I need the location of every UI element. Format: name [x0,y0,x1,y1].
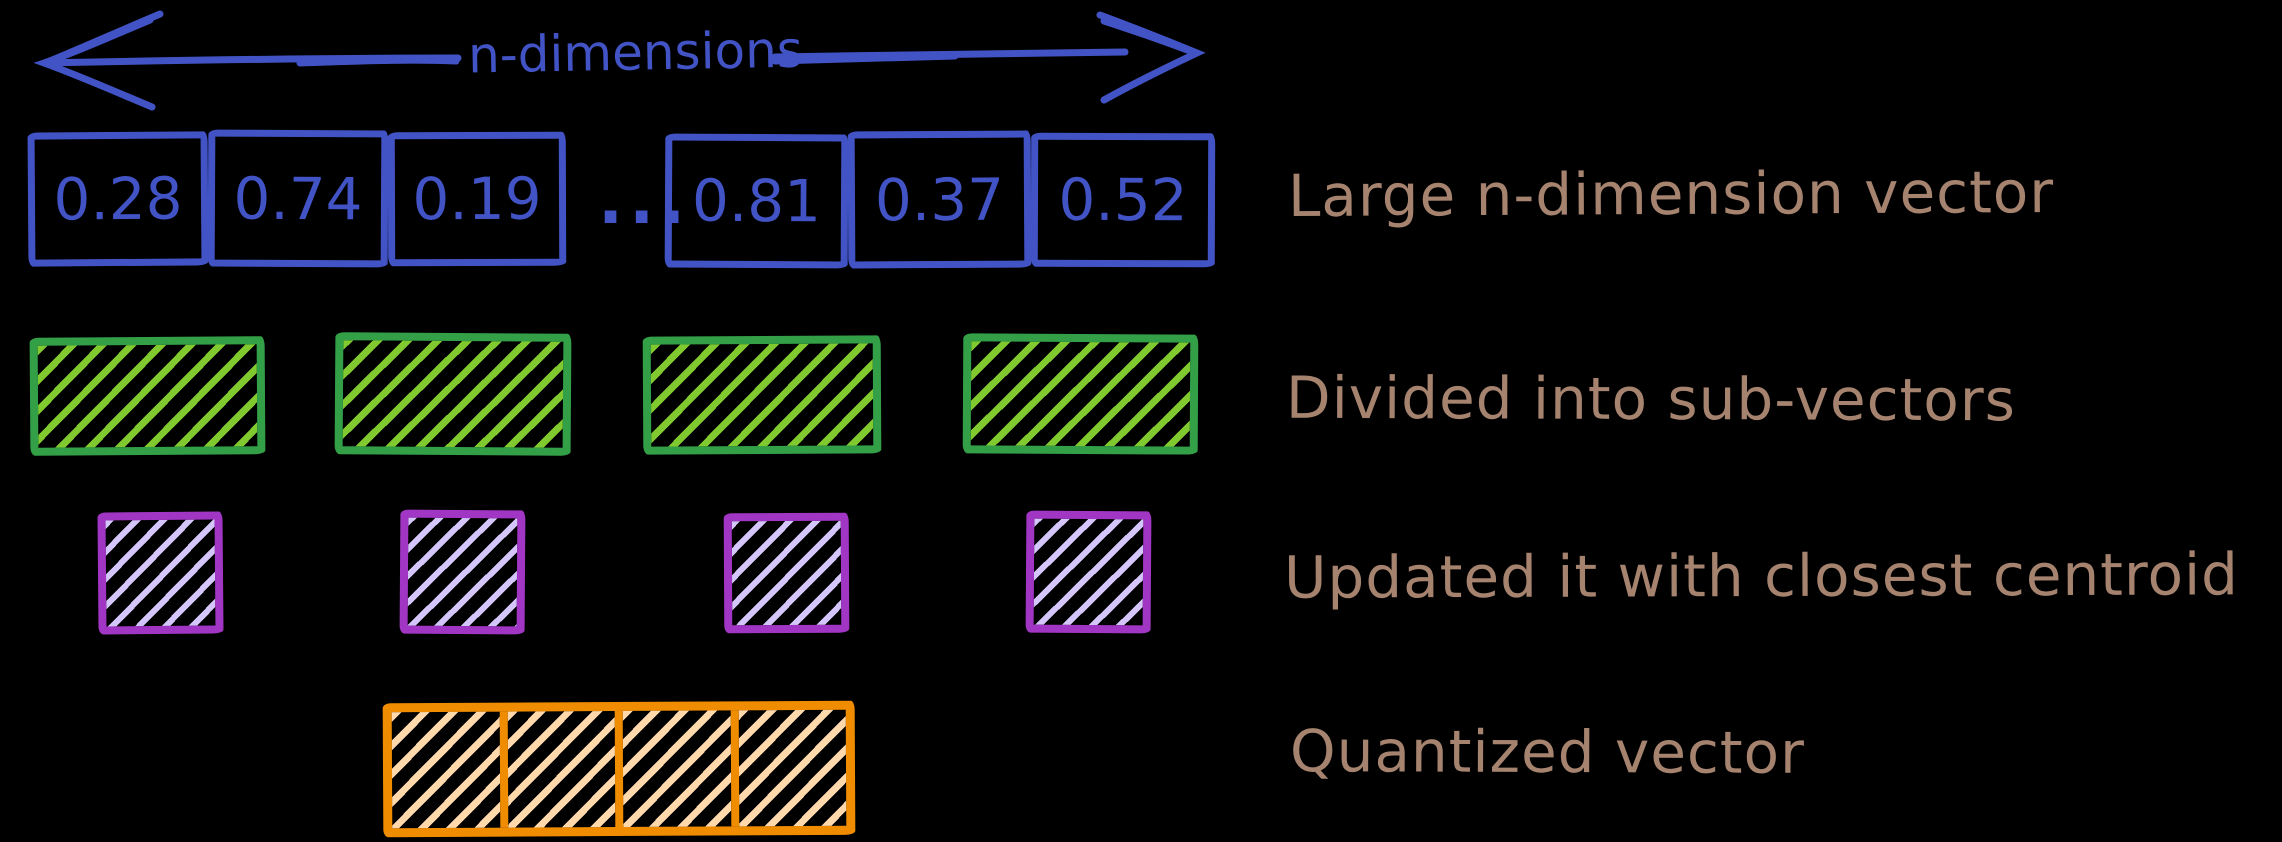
vector-cell: 0.81 [664,133,849,269]
quantized-cell [730,709,847,827]
quantized-cell [499,711,616,828]
quantized-bar [382,700,856,838]
row-label-sub-vectors: Divided into sub-vectors [1285,363,2016,435]
quantized-cell [614,710,731,828]
quantized-cell [391,711,500,829]
centroid-block [399,509,526,635]
vector-cell: 0.28 [27,131,209,267]
sub-vector-block [334,332,572,456]
row-label-quantized-vector: Quantized vector [1289,717,1806,787]
vector-cell: 0.74 [207,129,389,268]
row-label-closest-centroid: Updated it with closest centroid [1283,540,2240,612]
centroid-block [723,512,850,634]
vector-cell: 0.37 [847,130,1032,269]
centroid-block [1025,510,1152,634]
ellipsis: ... [598,162,692,239]
vector-cell: 0.19 [387,131,567,267]
sub-vector-block [962,333,1199,455]
sub-vector-block [642,335,882,455]
row-label-large-vector: Large n-dimension vector [1287,157,2055,231]
vector-cell: 0.52 [1030,132,1216,268]
n-dimensions-arrow [33,10,1206,111]
centroid-block [97,511,224,635]
n-dimensions-label: n-dimensions [467,20,804,85]
sub-vector-block [29,336,266,456]
